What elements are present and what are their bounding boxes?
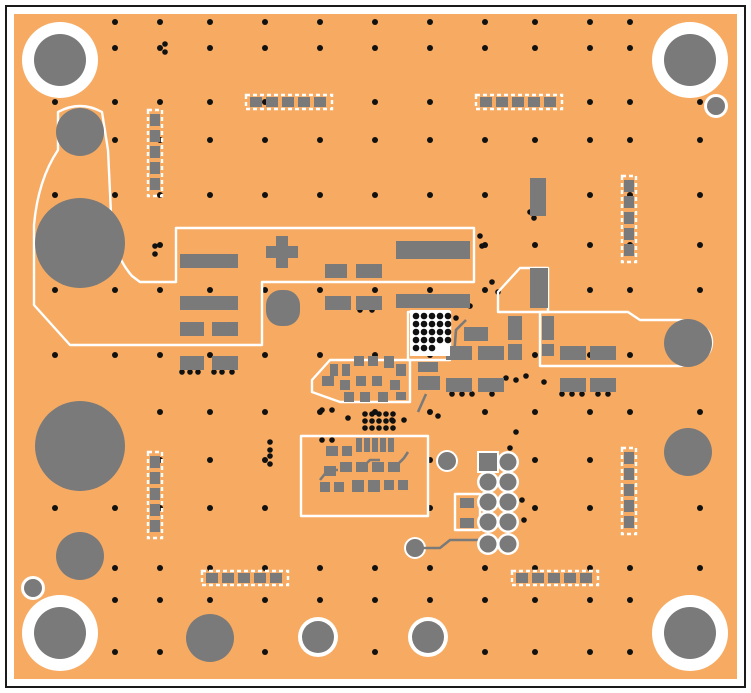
- pad-input-cap-1: [180, 254, 238, 268]
- pad-out-e: [560, 378, 586, 392]
- pad-cross: [266, 236, 298, 268]
- pad-cap-right-long: [396, 241, 470, 259]
- pad-switch: [530, 268, 548, 308]
- pad-r2b: [356, 296, 382, 310]
- pad-m2: [446, 346, 472, 360]
- pad-m3: [478, 346, 504, 360]
- pad-gnd-large: [35, 401, 125, 491]
- pad-thermal: [396, 294, 470, 308]
- mounting-hole-top-right: [652, 22, 728, 98]
- pad-inductor-b: [180, 322, 204, 336]
- board-frame: [5, 5, 746, 688]
- mounting-hole-bottom-left: [22, 595, 98, 671]
- thermal-via-cluster: [362, 310, 452, 431]
- mounting-hole-bottom-right: [652, 595, 728, 671]
- pad-inductor-a: [180, 296, 238, 310]
- mounting-hole-top-left: [22, 22, 98, 98]
- pad-right-mid: [664, 428, 712, 476]
- pad-m5: [508, 344, 522, 360]
- pad-r1b: [356, 264, 382, 278]
- pad-r2a: [325, 296, 351, 310]
- pad-ic-a: [418, 362, 438, 372]
- trace-outline: [310, 358, 412, 404]
- pad-out-c: [542, 316, 554, 340]
- pad-input-large: [35, 198, 125, 288]
- traces: [318, 319, 486, 550]
- pad-c1b: [212, 356, 238, 370]
- pin-1-square: [477, 451, 499, 473]
- pad-out-f: [590, 378, 616, 392]
- pad-out-b: [590, 346, 616, 360]
- board-substrate: [14, 14, 737, 679]
- header-trace-outline: [453, 492, 482, 532]
- pad-input-top: [56, 108, 104, 156]
- pin-header-2x5: [477, 451, 519, 555]
- pad-inductor-c: [212, 322, 238, 336]
- pad-r1a: [325, 264, 347, 278]
- pad-m6: [446, 378, 472, 392]
- pad-left-small: [56, 532, 104, 580]
- pad-oval: [266, 290, 300, 326]
- pad-m7: [478, 378, 504, 392]
- pad-output: [664, 319, 712, 367]
- pad-bottom-1: [186, 614, 234, 662]
- pad-m1: [464, 327, 488, 341]
- power-input-outline: [32, 104, 476, 347]
- pad-tr-a: [530, 178, 546, 216]
- pad-c1a: [180, 356, 204, 370]
- pad-ic-b: [418, 376, 440, 390]
- pad-m4: [508, 316, 522, 340]
- mounting-holes: [22, 22, 728, 671]
- pad-out-a: [560, 346, 586, 360]
- edge-resistor-arrays: [146, 93, 638, 587]
- large-pads: [35, 108, 712, 662]
- smd-pads: [180, 178, 616, 528]
- pad-out-d: [542, 344, 554, 356]
- ic-block-outline: [299, 434, 430, 518]
